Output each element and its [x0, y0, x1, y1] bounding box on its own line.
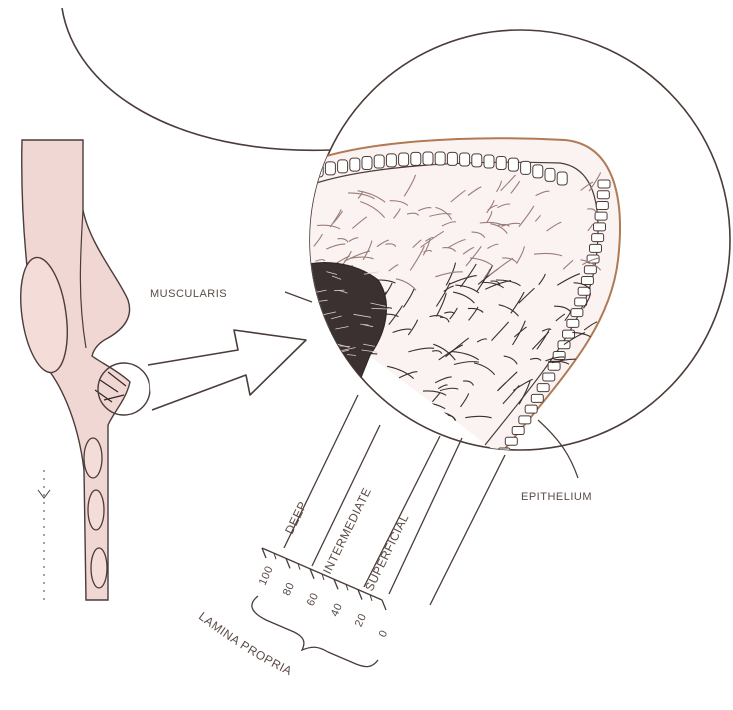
epithelial-cell — [593, 223, 605, 231]
vocal-fold-section — [14, 140, 150, 600]
collagen-fibre — [344, 384, 368, 392]
magnified-view — [296, 30, 730, 456]
scale-tick-major — [382, 600, 386, 610]
epithelial-cell — [595, 212, 607, 220]
lamina-propria-text: LAMINA PROPRIA — [196, 609, 294, 678]
epithelial-cell — [508, 158, 518, 171]
epithelial-cell — [447, 152, 457, 165]
epithelial-cell — [472, 154, 482, 167]
epithelial-cell — [399, 153, 409, 166]
epithelial-cell — [496, 156, 506, 169]
epithelial-cell — [512, 427, 524, 435]
epithelial-cell — [578, 287, 590, 295]
vocal-fold-tissue — [22, 140, 130, 600]
epithelial-cell — [338, 160, 348, 173]
collagen-fibre — [311, 413, 324, 415]
collagen-fibre — [394, 412, 398, 420]
muscularis-label: MUSCULARIS — [150, 288, 227, 300]
collagen-fibre — [332, 384, 337, 392]
epithelial-cell — [545, 168, 555, 181]
scale-tick-label: 20 — [353, 612, 369, 629]
epithelial-cell — [374, 155, 384, 168]
collagen-fibre — [346, 372, 358, 379]
epithelial-cell — [596, 201, 608, 209]
epithelial-cell — [584, 266, 596, 274]
epithelial-cell — [350, 158, 360, 171]
epithelial-cell — [543, 373, 555, 381]
epithelial-cell — [460, 153, 470, 166]
epithelial-cell — [386, 154, 396, 167]
epithelial-cell — [435, 152, 445, 165]
lamina-propria-label: LAMINA PROPRIA — [196, 609, 294, 678]
magnify-arrow — [148, 330, 306, 410]
epithelial-cell — [531, 394, 543, 402]
layer-label-intermediate: INTERMEDIATE — [320, 485, 374, 576]
gland-2 — [88, 490, 104, 530]
epithelium-label: EPITHELIUM — [521, 491, 592, 503]
epithelial-cell — [563, 330, 575, 338]
layer-label-superficial: SUPERFICIAL — [362, 512, 411, 594]
muscle-fibre — [315, 357, 325, 360]
epithelial-cell — [581, 276, 593, 284]
collagen-fibre — [322, 371, 330, 378]
scale-tick-label: 80 — [281, 581, 297, 598]
epithelial-cell — [521, 161, 531, 174]
epithelial-cell — [533, 165, 543, 178]
epithelial-cell — [537, 384, 549, 392]
epithelial-cell — [571, 309, 583, 317]
muscle-fibre — [302, 322, 318, 323]
layer-label-deep: DEEP — [282, 499, 310, 536]
scale-tick-label: 40 — [329, 601, 345, 618]
scale-tick-label: 0 — [377, 628, 391, 639]
scale-tick-label: 100 — [257, 564, 276, 587]
epithelial-cell — [597, 191, 609, 199]
epithelial-cell — [525, 405, 537, 413]
epithelial-cell — [301, 166, 311, 179]
collagen-fibre — [359, 412, 371, 417]
epithelial-cell — [411, 152, 421, 165]
connector-curve — [62, 8, 330, 150]
muscularis-leader — [285, 292, 312, 302]
epithelial-cell — [325, 162, 335, 175]
epithelial-cell — [557, 172, 567, 185]
epithelial-cell — [592, 234, 604, 242]
epithelial-cell — [567, 319, 579, 327]
epithelial-cell — [519, 416, 531, 424]
gland-1 — [84, 438, 102, 478]
epithelial-cell — [598, 180, 610, 188]
epithelial-cell — [423, 152, 433, 165]
epithelial-cell — [505, 437, 517, 445]
gland-3 — [91, 548, 107, 588]
scale-tick-label: 60 — [305, 591, 321, 608]
epithelial-cell — [548, 362, 560, 370]
epithelial-cell — [575, 298, 587, 306]
epithelial-cell — [590, 244, 602, 252]
epithelial-cell — [484, 155, 494, 168]
epithelial-cell — [362, 156, 372, 169]
